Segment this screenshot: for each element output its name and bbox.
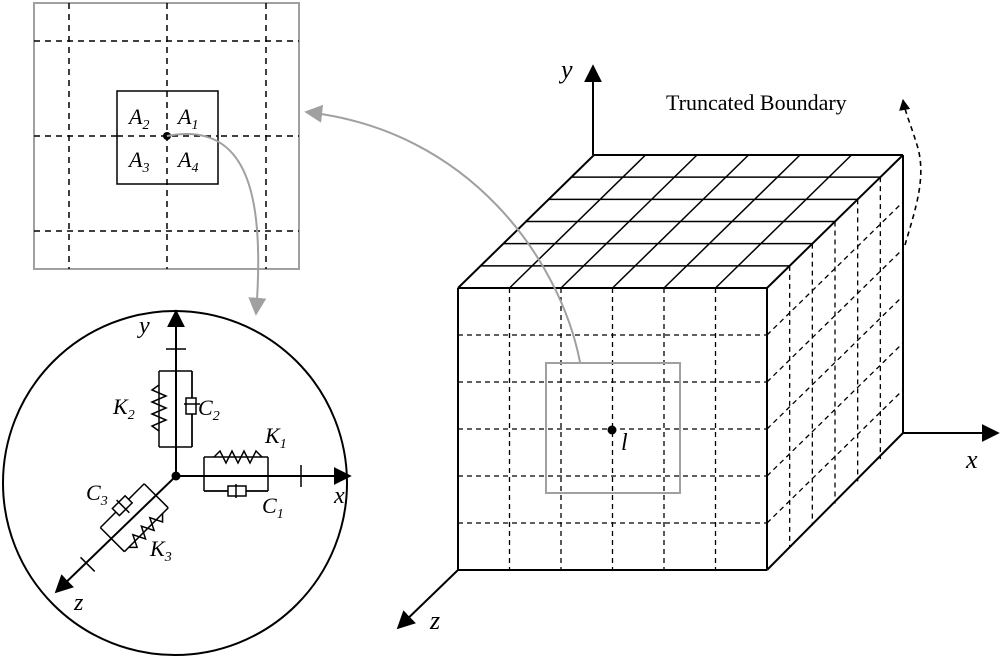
cube-right-row-line	[766, 295, 904, 430]
cube-right-row-line	[766, 389, 904, 524]
cube-outline	[457, 154, 904, 571]
area-label-a1: A1	[176, 104, 198, 133]
k3-label: K3	[149, 536, 172, 565]
connector-cube-to-panel	[304, 104, 581, 363]
cube-right-row-line	[766, 248, 904, 383]
z-spring-dashpot	[80, 483, 169, 572]
k1-label: K1	[264, 423, 287, 452]
area-label-a2: A2	[127, 104, 149, 133]
c1-label: C1	[262, 493, 284, 522]
main-y-label: y	[558, 55, 573, 84]
area-label-a4: A4	[176, 147, 198, 176]
main-z-label: z	[429, 606, 440, 635]
circle-z-axis	[54, 475, 177, 594]
connector-panel-to-circle	[166, 133, 267, 316]
cube-right-row-line	[766, 342, 904, 477]
c2-label: C2	[198, 395, 220, 424]
y-spring-dashpot	[150, 348, 200, 448]
cube-right-row-line	[766, 201, 904, 336]
main-z-axis	[396, 569, 459, 630]
cube-right-face-grid	[766, 177, 904, 548]
main-x-label: x	[965, 445, 978, 474]
truncated-boundary-arrow	[899, 98, 922, 246]
circle-z-label: z	[73, 590, 84, 616]
circle-x-label: x	[333, 483, 345, 509]
k3-spring	[128, 513, 164, 549]
point-l-label: l	[621, 430, 628, 456]
k2-spring	[150, 384, 168, 432]
cube-top-col-line	[714, 154, 853, 289]
truncated-boundary-label: Truncated Boundary	[666, 90, 847, 115]
spring-dashpot-circle: y x z K2 C2 K1 C1 C3 K3	[2, 309, 352, 656]
c2-dashpot	[185, 397, 197, 415]
detail-panel: A2 A1 A3 A4	[33, 2, 300, 270]
c1-dashpot	[227, 485, 247, 497]
cube	[457, 154, 904, 571]
k1-spring	[213, 449, 263, 465]
detail-panel-dashed-grid	[34, 3, 299, 269]
k2-label: K2	[112, 394, 135, 423]
main-axes	[396, 64, 1000, 630]
c3-label: C3	[86, 480, 108, 509]
point-l-dot	[607, 425, 617, 435]
cube-top-face-grid	[480, 154, 881, 289]
circle-origin-dot	[171, 471, 181, 481]
area-label-a3: A3	[127, 147, 149, 176]
front-face-highlight	[545, 362, 681, 494]
circle-y-label: y	[137, 313, 150, 339]
x-spring-dashpot	[203, 449, 302, 498]
